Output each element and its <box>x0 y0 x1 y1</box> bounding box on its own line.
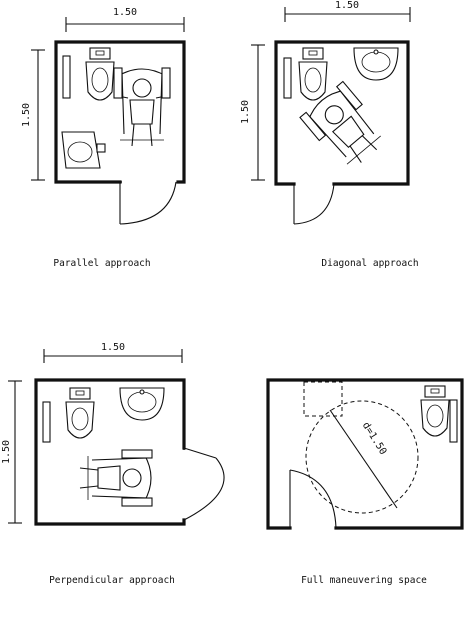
washbasin <box>61 131 106 169</box>
clear-floor-space-outline <box>303 381 343 417</box>
panel-full-maneuvering-space: d=1.50 Full maneuvering space <box>266 378 464 586</box>
width-dimension-label: 1.50 <box>101 342 125 353</box>
door <box>289 469 337 529</box>
panel-diagonal-approach: 1.50 1.50 <box>240 0 419 269</box>
diameter-line: d=1.50 <box>329 409 398 509</box>
grab-bar <box>62 55 71 99</box>
toilet <box>85 47 115 101</box>
height-dimension-label: 1.50 <box>21 103 32 127</box>
width-dimension-line: 1.50 <box>65 7 185 32</box>
wheelchair-user-figure <box>79 449 153 507</box>
room-walls <box>274 40 410 186</box>
wheelchair-user-figure <box>113 67 171 147</box>
width-dimension-label: 1.50 <box>113 7 137 18</box>
grab-bar <box>283 57 292 99</box>
grab-bar <box>449 399 458 443</box>
washbasin <box>353 47 399 81</box>
grab-bar <box>42 401 51 443</box>
toilet <box>420 385 450 437</box>
door <box>183 446 225 521</box>
width-dimension-line: 1.50 <box>284 0 411 22</box>
wheelchair-user-figure <box>299 80 381 165</box>
caption-full-maneuvering-space: Full maneuvering space <box>301 575 427 586</box>
panel-parallel-approach: 1.50 1.50 <box>21 7 186 269</box>
height-dimension-line: 1.50 <box>1 380 22 524</box>
height-dimension-label: 1.50 <box>1 440 12 464</box>
width-dimension-label: 1.50 <box>335 0 359 11</box>
door <box>118 181 177 225</box>
toilet <box>298 47 328 101</box>
room-walls <box>54 40 186 184</box>
panel-perpendicular-approach: 1.50 1.50 <box>1 342 225 586</box>
room-walls <box>34 378 186 526</box>
toilet <box>65 387 95 439</box>
door <box>293 183 335 225</box>
caption-parallel-approach: Parallel approach <box>53 258 150 269</box>
caption-diagonal-approach: Diagonal approach <box>321 258 418 269</box>
room-walls <box>266 378 464 530</box>
washbasin <box>119 387 165 421</box>
width-dimension-line: 1.50 <box>43 342 183 363</box>
height-dimension-line: 1.50 <box>240 44 265 181</box>
diameter-label: d=1.50 <box>360 420 388 456</box>
caption-perpendicular-approach: Perpendicular approach <box>49 575 175 586</box>
turning-circle <box>305 400 419 514</box>
height-dimension-line: 1.50 <box>21 49 45 181</box>
height-dimension-label: 1.50 <box>240 100 251 124</box>
